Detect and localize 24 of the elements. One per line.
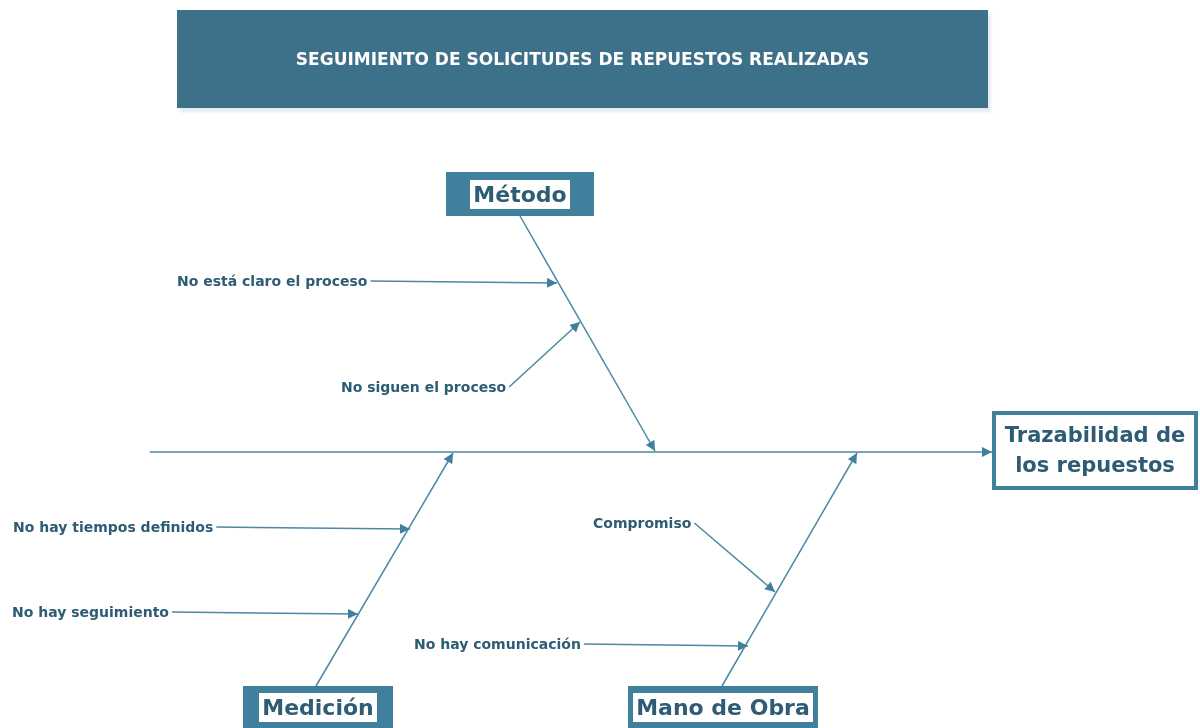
- cause-arrow: [693, 522, 776, 593]
- cause-label: No hay comunicación: [414, 636, 581, 652]
- cause-label: No está claro el proceso: [177, 273, 368, 289]
- cause-arrow: [508, 321, 581, 388]
- cause-label: Compromiso: [593, 515, 692, 531]
- cause-label: No siguen el proceso: [341, 379, 507, 395]
- category-label: Medición: [259, 692, 377, 722]
- bone-arrow: [519, 215, 656, 452]
- cause-label: No hay seguimiento: [12, 604, 169, 620]
- effect-box: Trazabilidad de los repuestos: [992, 411, 1198, 490]
- cause-arrow: [215, 523, 411, 534]
- category-label: Mano de Obra: [633, 692, 813, 722]
- bone-arrow: [315, 452, 454, 687]
- category-box: [446, 172, 594, 216]
- spine-arrow: [149, 447, 993, 457]
- category-box: [628, 686, 818, 728]
- bone-arrow: [721, 452, 858, 687]
- title-banner: SEGUIMIENTO DE SOLICITUDES DE REPUESTOS REALIZADAS: [177, 10, 988, 108]
- cause-arrow: [171, 608, 359, 619]
- cause-arrow: [369, 277, 558, 288]
- category-box: [243, 686, 393, 728]
- category-label: Método: [470, 179, 570, 209]
- cause-label: No hay tiempos definidos: [13, 519, 214, 535]
- cause-arrow: [583, 640, 749, 651]
